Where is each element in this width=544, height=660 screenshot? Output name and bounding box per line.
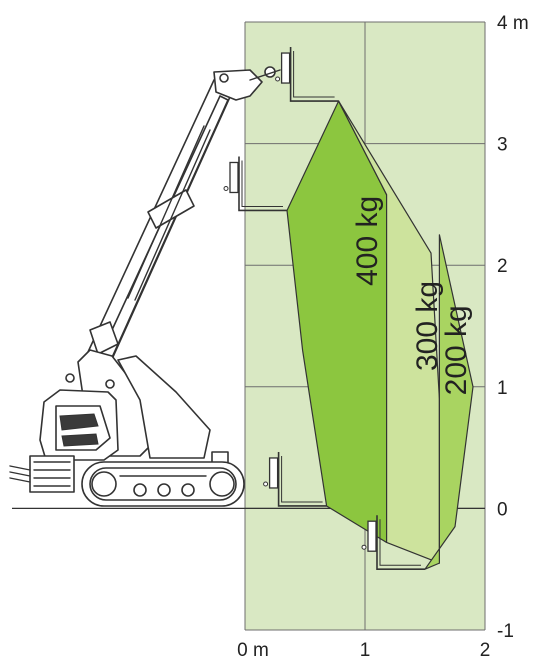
fork-cylinder-1 [229, 161, 239, 194]
fork-tine-1 [238, 156, 287, 212]
fork-tine-2 [277, 451, 327, 507]
fork-pin-3 [361, 544, 367, 550]
fork-pin-2 [263, 481, 269, 487]
fork-2 [263, 451, 327, 507]
counterweight [9, 455, 75, 493]
telehandler-illustration [9, 66, 281, 507]
y-tick-4: 0 [497, 499, 508, 520]
fork-tine-3 [376, 515, 425, 570]
zone-label-2: 200 kg [440, 305, 473, 395]
fork-tine-0 [289, 47, 339, 102]
x-tick-2: 2 [480, 640, 491, 660]
fork-cylinder-0 [280, 52, 291, 84]
fork-tine-inner-0 [293, 51, 335, 98]
y-tick-0: 4 m [497, 13, 529, 34]
load-zone-2 [424, 234, 474, 570]
x-tick-0: 0 m [237, 640, 269, 660]
fork-pin-1 [223, 185, 229, 191]
fork-3 [361, 515, 425, 570]
y-tick-5: -1 [497, 621, 514, 642]
x-axis-ticks: 0 m 1 2 [237, 640, 490, 660]
fork-1 [223, 156, 287, 212]
y-tick-3: 1 [497, 378, 508, 399]
fork-tine-inner-3 [379, 519, 421, 566]
boom [87, 79, 235, 369]
fork-0 [275, 47, 339, 102]
machine-body [39, 349, 229, 471]
fork-positions [223, 47, 425, 570]
fork-tine-inner-2 [281, 455, 323, 503]
fork-tine-inner-1 [241, 160, 283, 207]
y-tick-2: 2 [497, 256, 508, 277]
fork-pin-0 [275, 76, 281, 82]
x-tick-1: 1 [360, 640, 371, 660]
zone-label-0: 400 kg [351, 196, 384, 286]
fork-cylinder-3 [367, 520, 377, 552]
fork-cylinder-2 [268, 457, 279, 489]
load-zones [286, 100, 474, 570]
y-tick-1: 3 [497, 135, 508, 156]
crawler-track [81, 461, 245, 507]
zone-label-1: 300 kg [411, 281, 444, 371]
y-axis-ticks: 4 m 3 2 1 0 -1 [497, 13, 529, 642]
boom-head [213, 66, 281, 101]
